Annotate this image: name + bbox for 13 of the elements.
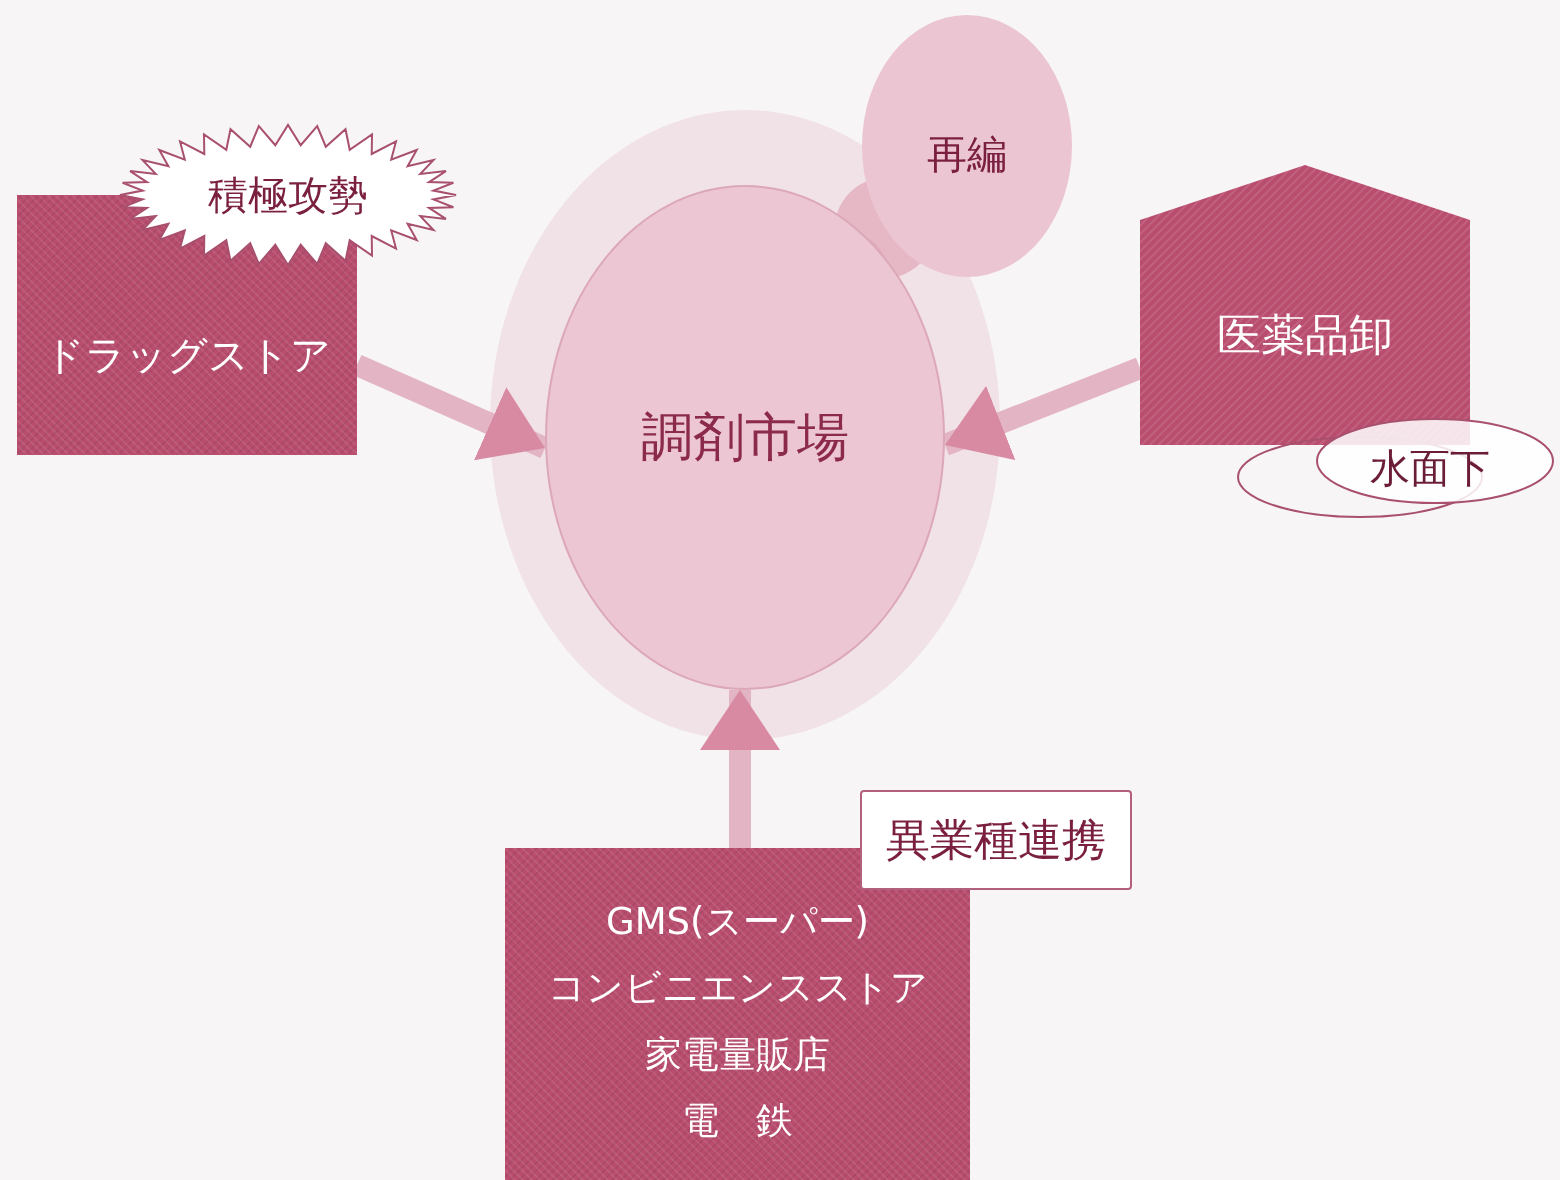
burst-label: 積極攻勢 [208, 171, 368, 219]
arrow [700, 690, 780, 848]
circle-label: 調剤市場 [641, 406, 849, 469]
list-item: 家電量販店 [645, 1032, 830, 1078]
list-item: GMS(スーパー) [606, 900, 869, 945]
box-label: 異業種連携 [886, 813, 1106, 867]
list-item: コンビニエンスストア [547, 966, 928, 1011]
ellipse-label: 水面下 [1370, 443, 1490, 492]
shape-label: 医薬品卸 [1217, 308, 1393, 362]
circle-label: 再編 [927, 130, 1007, 178]
list-item: 電 鉄 [682, 1099, 793, 1144]
label-box [860, 790, 1132, 890]
box-label: ドラッグストア [43, 331, 331, 379]
